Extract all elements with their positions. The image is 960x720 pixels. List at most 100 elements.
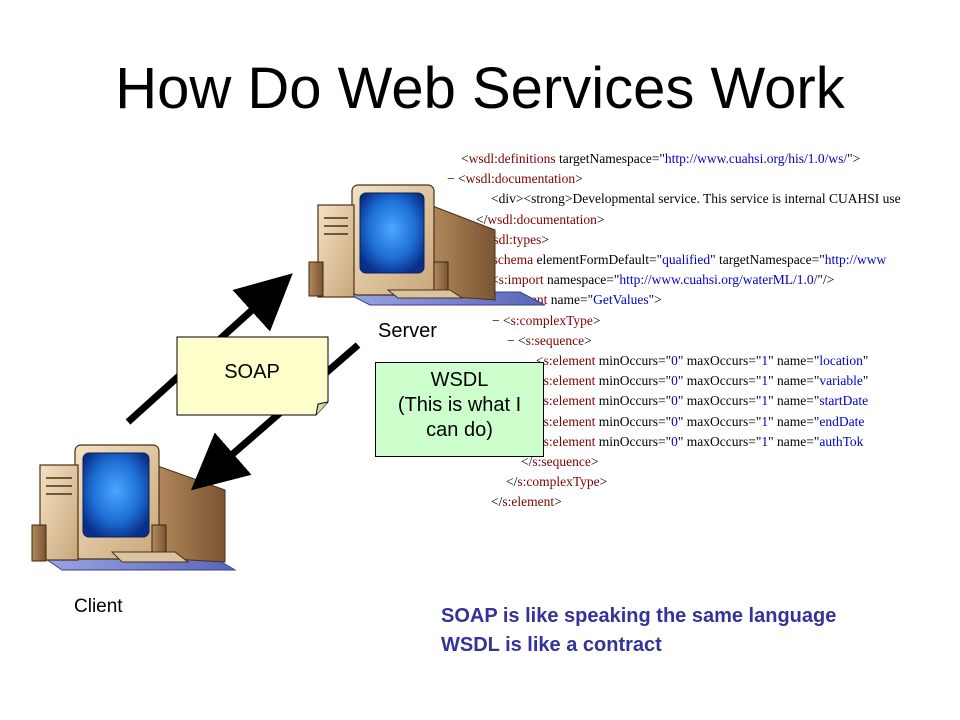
xml-token: " xyxy=(677,433,684,449)
xml-token: =" xyxy=(748,433,762,449)
xml-token: < xyxy=(458,171,466,187)
client-label: Client xyxy=(74,596,123,617)
xml-token: < xyxy=(461,151,469,166)
xml-token: name xyxy=(773,433,807,449)
xml-token: =" xyxy=(748,373,762,389)
xml-token: s:element xyxy=(543,413,596,429)
xml-token: s:element xyxy=(543,373,596,389)
xml-token: http://www.cuahsi.org/his/1.0/ws/ xyxy=(664,151,848,166)
xml-line: </s:complexType> xyxy=(446,472,940,492)
xml-token: targetNamespace xyxy=(715,252,812,268)
xml-token: s:element xyxy=(502,494,555,510)
xml-token: " xyxy=(862,353,869,369)
xml-token: minOccurs xyxy=(595,433,658,449)
xml-token: </ xyxy=(476,211,488,227)
xml-token: name xyxy=(773,373,807,389)
xml-token: =" xyxy=(606,272,620,288)
explanation-notes: SOAP is like speaking the same language … xyxy=(441,602,836,660)
xml-token: =" xyxy=(657,373,672,389)
xml-token: s:sequence xyxy=(525,332,585,348)
xml-token: endDate xyxy=(819,413,865,429)
xml-token: > xyxy=(575,171,583,187)
xml-line: <s:element minOccurs="0" maxOccurs="1" n… xyxy=(446,351,940,371)
xml-token: > xyxy=(596,211,605,227)
xml-line: − <s:sequence> xyxy=(446,331,940,351)
xml-token: 1 xyxy=(761,413,769,429)
xml-line: <s:element minOccurs="0" maxOccurs="1" n… xyxy=(446,432,940,452)
xml-token: wsdl:types xyxy=(483,231,542,247)
xml-token: name xyxy=(773,393,807,409)
xml-token: =" xyxy=(811,252,825,268)
xml-token: "/> xyxy=(817,272,835,288)
xml-token: =" xyxy=(651,151,665,166)
wsdl-box-line2: (This is what I xyxy=(397,394,522,416)
xml-token: > xyxy=(541,231,550,247)
xml-token: > xyxy=(554,494,562,510)
xml-token: " xyxy=(768,353,774,369)
client-computer-icon xyxy=(31,444,237,571)
xml-token: <div><strong>Developmental service. This… xyxy=(491,191,901,207)
xml-token: qualified xyxy=(662,252,711,268)
xml-token: =" xyxy=(806,433,820,449)
xml-token: 1 xyxy=(761,393,769,409)
wsdl-box-line3: can do) xyxy=(426,419,493,441)
xml-token: > xyxy=(592,312,601,328)
xml-token: < xyxy=(518,332,526,348)
xml-token: " xyxy=(768,393,774,409)
xml-token: " xyxy=(768,433,774,449)
xml-token: s:element xyxy=(543,433,596,449)
xml-token: name xyxy=(773,353,807,369)
xml-token: </ xyxy=(506,474,518,490)
xml-token: elementFormDefault xyxy=(533,252,649,268)
xml-token: "> xyxy=(648,292,662,308)
xml-token: "> xyxy=(847,151,861,166)
xml-token: =" xyxy=(657,353,672,369)
xml-token: =" xyxy=(806,413,820,429)
xml-token: 1 xyxy=(761,373,769,389)
xml-token: s:element xyxy=(543,393,596,409)
soap-label: SOAP xyxy=(224,361,280,383)
note-line-wsdl: WSDL is like a contract xyxy=(441,634,662,656)
xml-token: name xyxy=(547,292,580,308)
xml-token: wsdl:definitions xyxy=(468,151,556,166)
xml-token: http://www.cuahsi.org/waterML/1.0/ xyxy=(619,272,818,288)
xml-token: =" xyxy=(648,252,663,268)
collapse-toggle[interactable]: − xyxy=(507,332,518,348)
xml-line: </wsdl:documentation> xyxy=(446,210,940,230)
soap-note-box xyxy=(176,336,329,416)
xml-token: =" xyxy=(748,413,762,429)
xml-token: " xyxy=(710,252,716,268)
xml-line: <wsdl:definitions targetNamespace="http:… xyxy=(446,149,940,169)
xml-token: =" xyxy=(748,353,762,369)
xml-token: authTok xyxy=(819,433,864,449)
xml-token: location xyxy=(819,353,863,369)
xml-token: > xyxy=(584,332,592,348)
xml-token: maxOccurs xyxy=(683,413,749,429)
collapse-toggle[interactable]: − xyxy=(492,312,503,328)
xml-token: " xyxy=(862,373,869,389)
xml-token: </ xyxy=(491,494,503,510)
xml-token: =" xyxy=(806,393,820,409)
server-computer-icon xyxy=(308,184,546,306)
xml-token: =" xyxy=(657,393,672,409)
xml-token: maxOccurs xyxy=(683,393,749,409)
xml-token: < xyxy=(503,312,511,328)
slide-title: How Do Web Services Work xyxy=(115,56,845,121)
xml-token: 1 xyxy=(761,353,769,369)
xml-line: <s:element minOccurs="0" maxOccurs="1" n… xyxy=(446,391,940,411)
xml-token: =" xyxy=(806,373,820,389)
xml-token: 0 xyxy=(671,373,678,389)
xml-token: < xyxy=(536,353,544,369)
xml-token: > xyxy=(599,474,608,490)
xml-token: maxOccurs xyxy=(683,353,749,369)
xml-token: s:element xyxy=(543,353,596,369)
xml-token: http://www xyxy=(824,252,887,268)
collapse-toggle[interactable]: − xyxy=(447,171,458,187)
xml-token: 0 xyxy=(671,353,678,369)
xml-token: =" xyxy=(657,433,672,449)
xml-line: </s:element> xyxy=(446,492,940,512)
xml-token: 1 xyxy=(761,433,769,449)
xml-token: s:schema xyxy=(483,252,534,268)
xml-token: " xyxy=(677,393,684,409)
